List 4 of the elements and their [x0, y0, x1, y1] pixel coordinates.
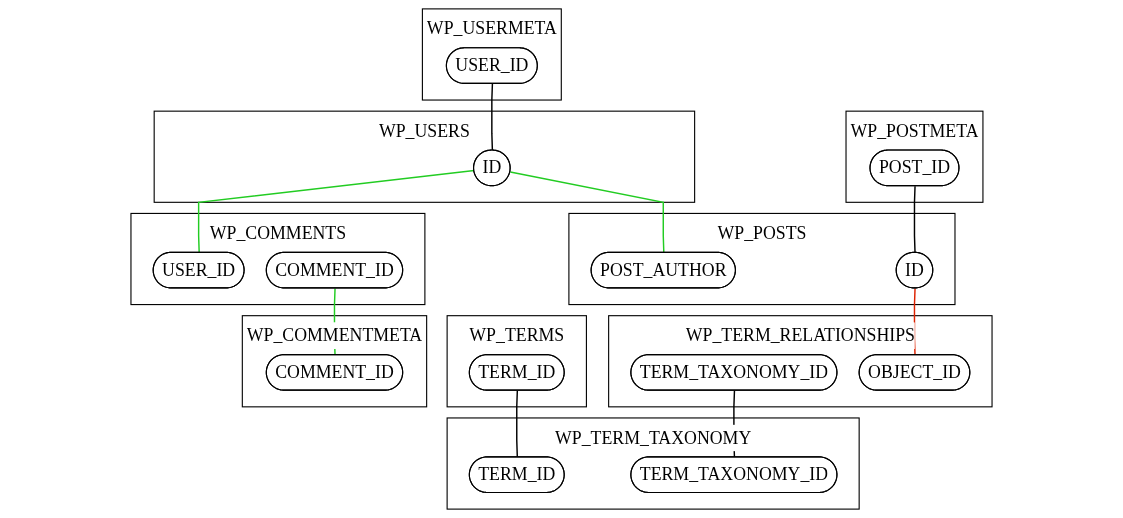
connector: [509, 171, 665, 254]
connector: [491, 83, 494, 152]
connector: [197, 169, 475, 254]
connector: [913, 185, 916, 254]
